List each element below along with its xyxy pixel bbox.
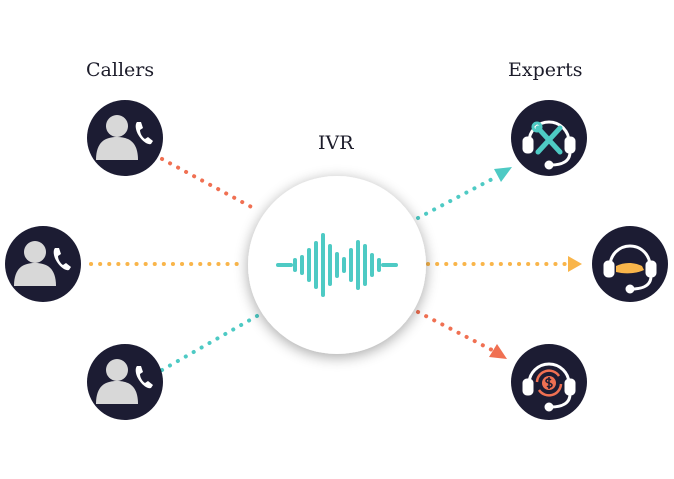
caller-node-3	[87, 344, 163, 420]
connector-expert-1	[416, 167, 512, 220]
caller-node-2	[5, 226, 81, 302]
expert-node-3	[511, 344, 587, 420]
connector-caller-1	[160, 157, 259, 212]
sound-wave-icon	[276, 233, 398, 297]
ivr-heading: IVR	[318, 132, 354, 154]
headset-tools-icon	[522, 120, 576, 170]
caller-node-1	[87, 100, 163, 176]
expert-node-2	[592, 226, 668, 302]
headset-money-icon	[522, 362, 576, 412]
headset-hand-icon	[603, 244, 657, 294]
expert-node-1	[511, 100, 587, 176]
experts-heading: Experts	[508, 59, 583, 81]
arrowhead-expert-2	[568, 256, 582, 272]
arrowhead-expert-1	[494, 167, 512, 182]
callers-heading: Callers	[86, 59, 155, 81]
ivr-hub	[248, 176, 426, 354]
arrowhead-expert-3	[489, 344, 507, 359]
connector-caller-3	[160, 314, 259, 372]
connector-expert-3	[416, 310, 507, 359]
connector-expert-2	[426, 256, 582, 272]
